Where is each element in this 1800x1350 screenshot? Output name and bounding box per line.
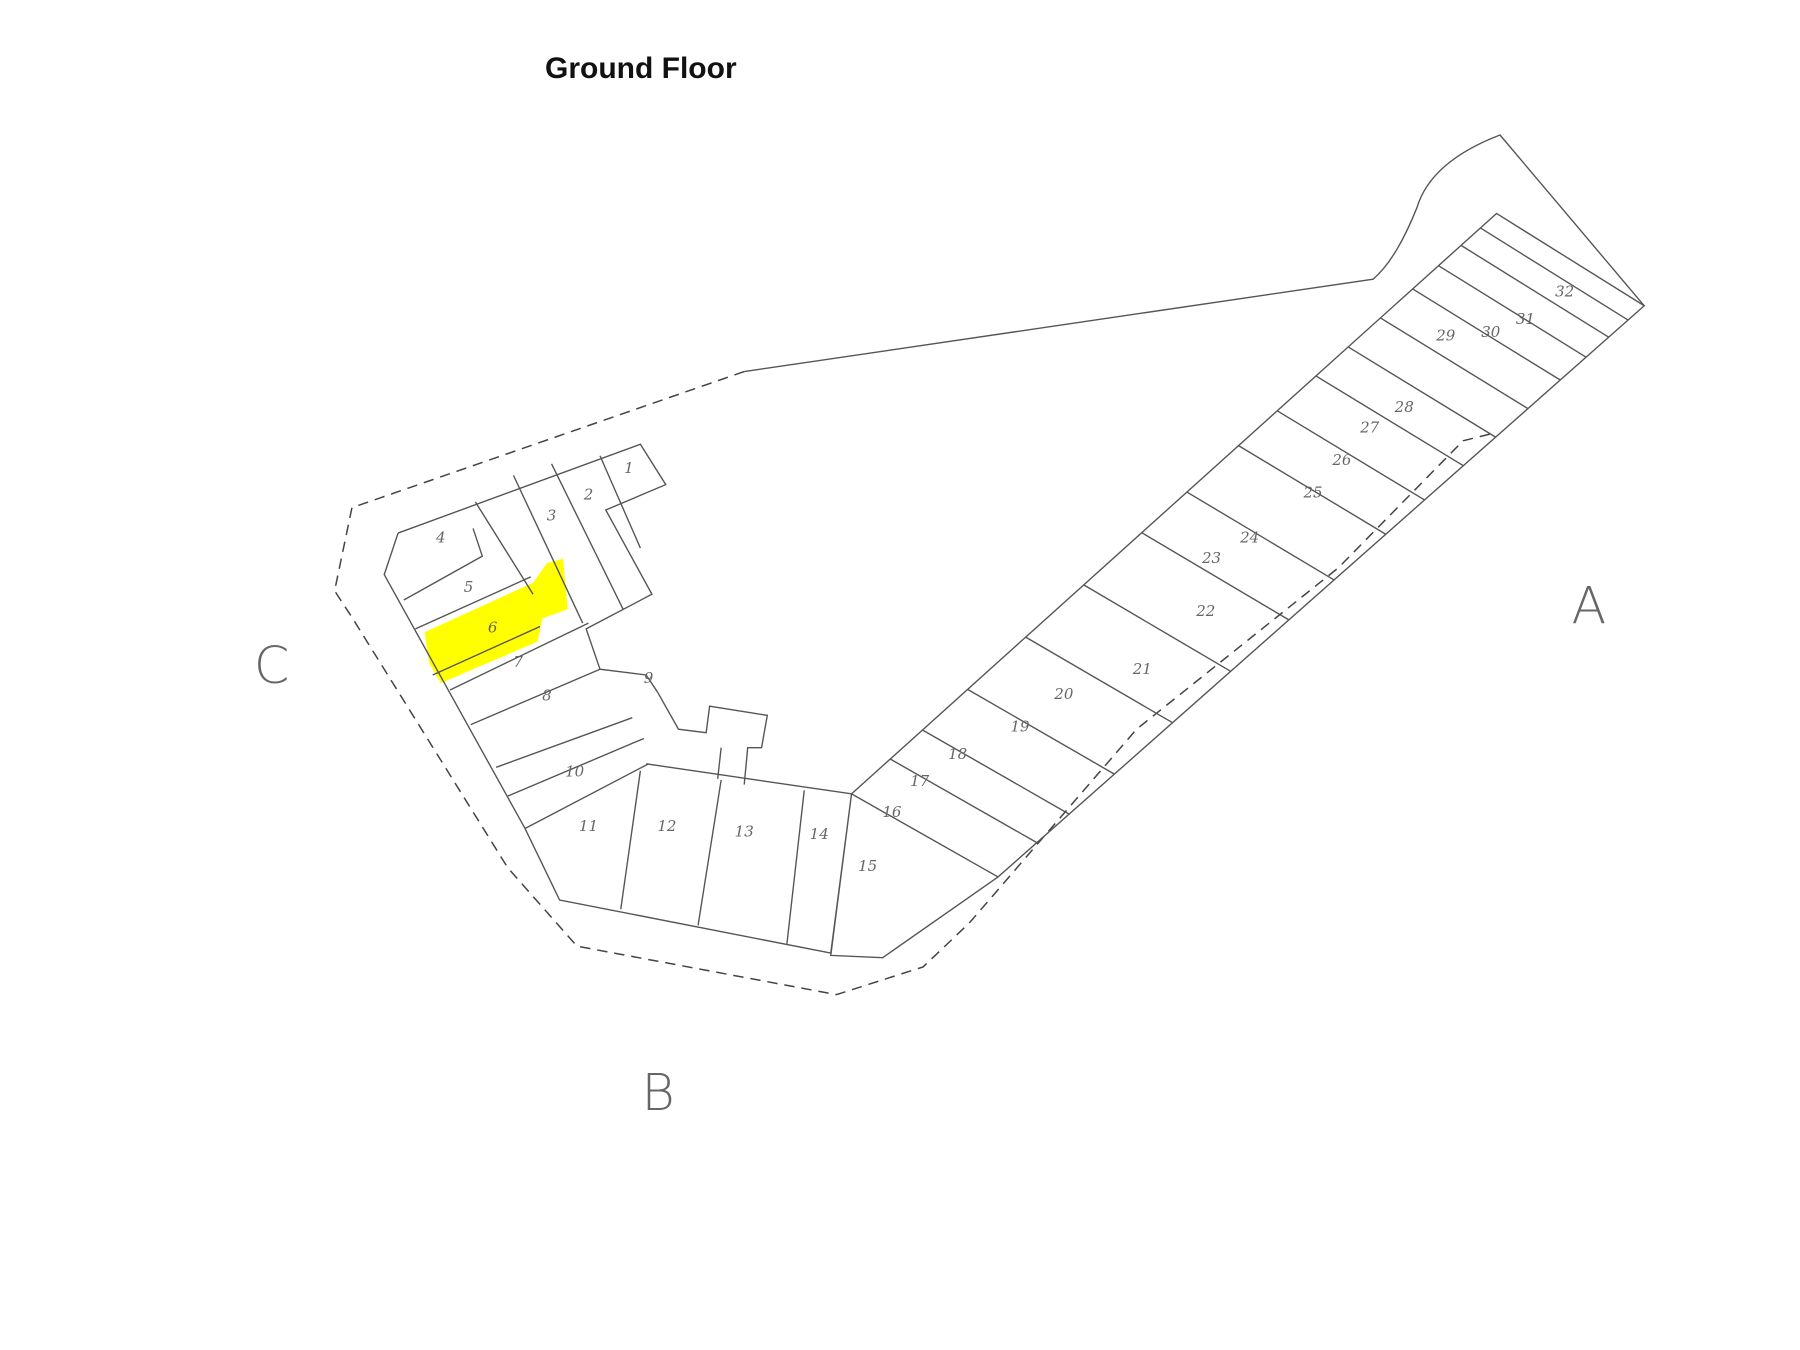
outer-boundary-solid [744, 134, 1645, 373]
unit-label-29[interactable]: 29 [1435, 326, 1456, 344]
unit-label-6[interactable]: 6 [488, 618, 498, 636]
unit-label-10[interactable]: 10 [565, 763, 585, 781]
unit-divider [1347, 346, 1496, 438]
unit-label-32[interactable]: 32 [1555, 283, 1574, 301]
unit-label-12[interactable]: 12 [657, 817, 676, 835]
outer-boundary [333, 370, 1496, 996]
unit-label-13[interactable]: 13 [735, 823, 754, 841]
unit-divider [889, 758, 1038, 844]
unit-label-30[interactable]: 30 [1481, 323, 1501, 341]
unit-divider [1276, 410, 1425, 501]
page-title: Ground Floor [545, 52, 737, 85]
wing-label-a: A [1572, 576, 1607, 635]
unit-label-4[interactable]: 4 [435, 528, 446, 546]
unit-label-20[interactable]: 20 [1053, 685, 1074, 703]
unit-divider [1460, 244, 1610, 338]
wing-b-outline [524, 763, 999, 959]
unit-divider [1025, 636, 1173, 724]
unit-label-14[interactable]: 14 [810, 825, 829, 843]
unit-label-27[interactable]: 27 [1359, 419, 1380, 437]
wing-a-dividers [889, 227, 1629, 844]
unit-label-2[interactable]: 2 [583, 486, 594, 504]
unit-label-25[interactable]: 25 [1303, 483, 1323, 501]
wing-label-b: B [642, 1063, 675, 1122]
wing-a-inner-edge [850, 212, 1646, 878]
unit-divider [1438, 265, 1587, 358]
unit-label-24[interactable]: 24 [1239, 528, 1259, 546]
unit-label-26[interactable]: 26 [1331, 451, 1352, 469]
unit-label-19[interactable]: 19 [1010, 718, 1030, 736]
unit-label-7[interactable]: 7 [513, 653, 523, 671]
unit-label-18[interactable]: 18 [948, 745, 967, 763]
highlighted-unit-6[interactable] [424, 558, 568, 684]
unit-divider [1412, 288, 1561, 381]
wing-label-c: C [254, 636, 289, 695]
unit-label-1[interactable]: 1 [624, 459, 634, 477]
unit-label-11[interactable]: 11 [579, 817, 598, 835]
unit-label-5[interactable]: 5 [464, 578, 474, 596]
unit-label-16[interactable]: 16 [882, 803, 902, 821]
unit-label-28[interactable]: 28 [1394, 398, 1414, 416]
unit-divider [967, 688, 1115, 775]
wing-c-outline [383, 443, 667, 829]
unit-label-8[interactable]: 8 [542, 686, 552, 704]
unit-label-3[interactable]: 3 [547, 506, 557, 524]
unit-divider [1141, 532, 1290, 621]
unit-label-17[interactable]: 17 [910, 772, 930, 790]
unit-label-15[interactable]: 15 [858, 857, 877, 875]
wing-c-dividers [403, 455, 649, 830]
unit-divider [1315, 375, 1464, 467]
unit-divider [1380, 317, 1529, 410]
unit-divider [922, 729, 1070, 815]
unit-divider [1238, 445, 1387, 535]
unit-divider [1083, 584, 1232, 672]
unit-divider [1186, 491, 1335, 581]
unit-divider [1480, 227, 1629, 321]
unit-label-22[interactable]: 22 [1195, 602, 1215, 620]
wing-b-dividers [620, 770, 805, 944]
stair-b [657, 691, 769, 785]
unit-label-23[interactable]: 23 [1201, 549, 1221, 567]
unit-label-31[interactable]: 31 [1516, 310, 1535, 328]
unit-label-9[interactable]: 9 [644, 669, 654, 687]
unit-label-21[interactable]: 21 [1132, 660, 1152, 678]
